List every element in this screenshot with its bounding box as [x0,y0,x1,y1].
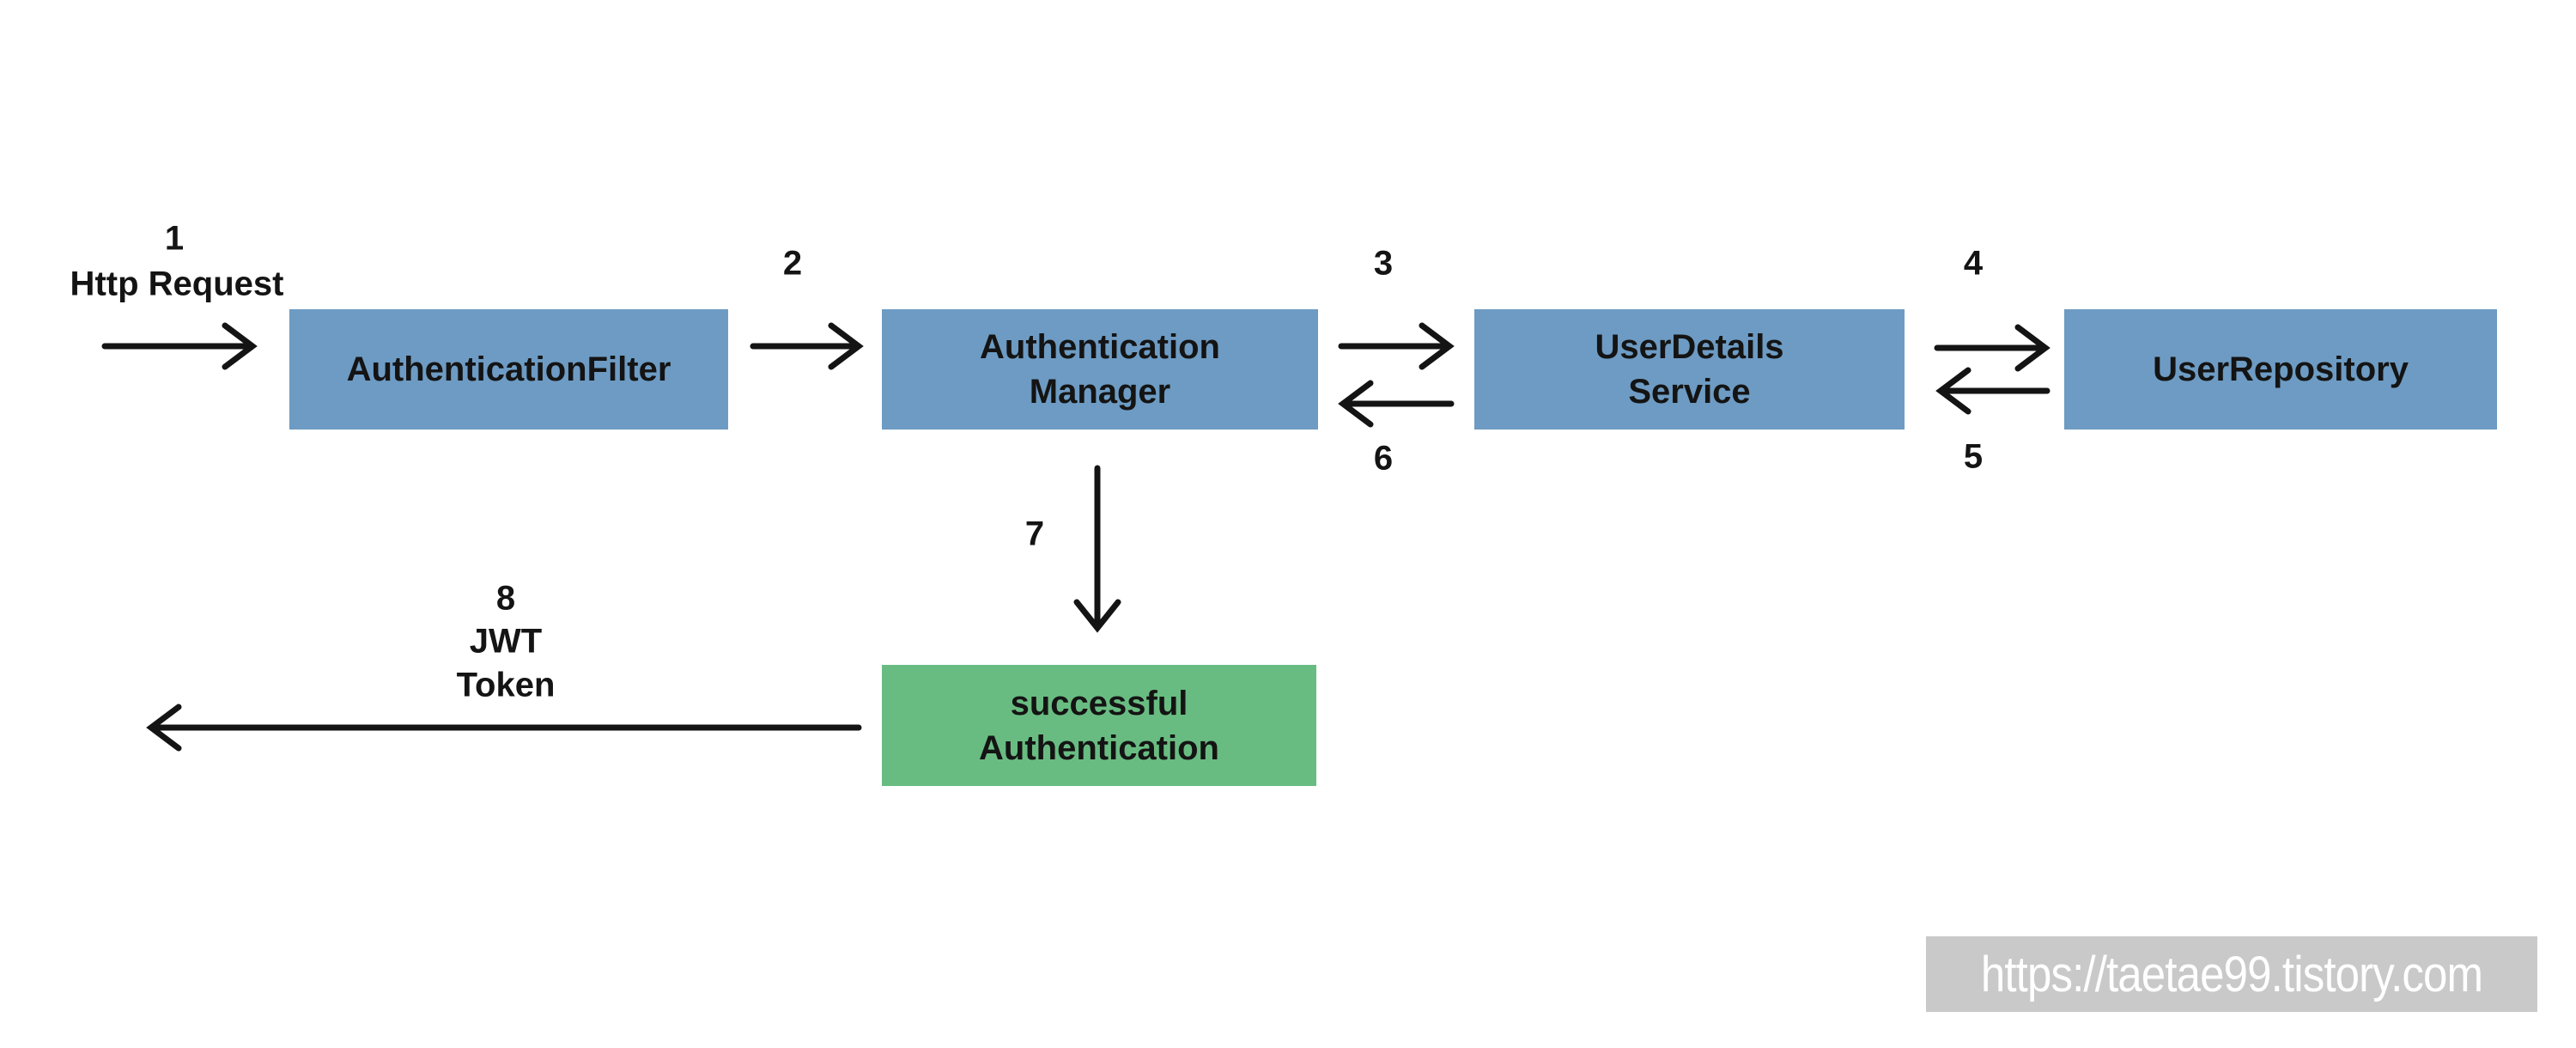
step-8-number: 8 [495,579,516,618]
arrow-step-2-right [750,322,864,370]
arrow-step-5-left [1935,367,2050,415]
node-label-line: Manager [1029,373,1171,411]
node-label-line: UserDetails [1595,328,1784,366]
step-1-number: 1 [164,219,185,258]
arrow-step-8-left [146,704,862,752]
arrow-step-7-down [1073,465,1121,633]
watermark-badge: https://taetae99.tistory.com [1926,936,2537,1012]
node-user-details-service: UserDetails Service [1474,309,1905,430]
step-8-caption-line1: JWT [469,622,543,661]
step-3-number: 3 [1373,244,1394,283]
node-authentication-manager: Authentication Manager [882,309,1318,430]
node-label-line: Authentication [980,328,1220,366]
watermark-url: https://taetae99.tistory.com [1980,946,2483,1002]
node-label-line: Service [1628,373,1751,411]
step-6-number: 6 [1373,439,1394,478]
node-authentication-filter: AuthenticationFilter [289,309,728,430]
node-user-repository: UserRepository [2064,309,2497,430]
arrow-step-4-right [1934,324,2050,372]
node-label-line: successful [1010,684,1188,722]
node-label-line: UserRepository [2153,350,2409,388]
step-1-caption: Http Request [70,265,284,303]
arrow-step-1-right [101,322,258,370]
step-4-number: 4 [1963,244,1984,283]
arrow-step-3-right [1338,322,1455,370]
step-7-number: 7 [1024,515,1045,553]
step-8-caption-line2: Token [456,666,556,704]
step-5-number: 5 [1963,437,1984,476]
node-label-line: AuthenticationFilter [346,350,671,388]
arrow-step-6-left [1338,380,1455,428]
node-successful-authentication: successful Authentication [882,665,1316,786]
step-2-number: 2 [782,244,803,283]
node-label-line: Authentication [979,728,1219,767]
